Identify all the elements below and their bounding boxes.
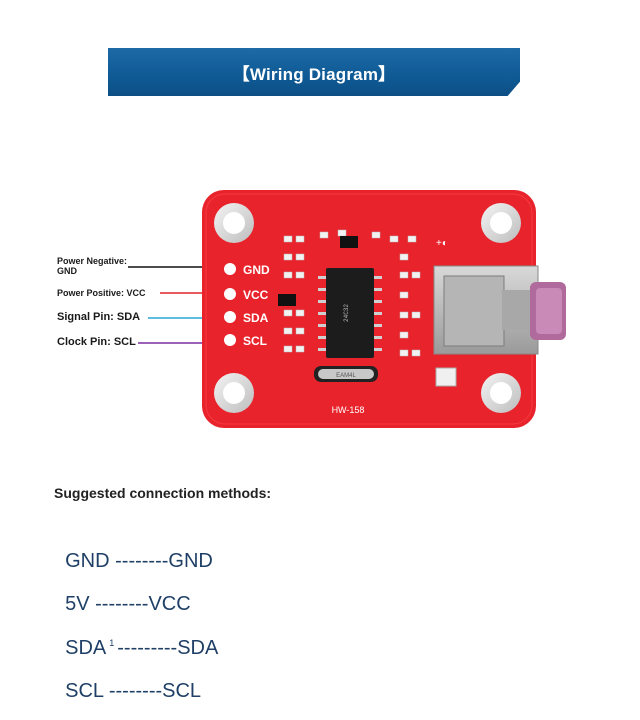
mounting-holes: [214, 203, 521, 413]
eeprom-chip: 24C32: [318, 268, 382, 358]
pin-label-sda: Signal Pin: SDA: [57, 311, 140, 323]
conn-sep: --------: [103, 680, 163, 702]
conn-left: SCL: [65, 680, 104, 702]
conn-sep: --------: [109, 550, 169, 572]
pin-pads: [224, 263, 236, 346]
connection-heading: Suggested connection methods:: [54, 485, 272, 501]
model-label: HW-158: [332, 405, 365, 415]
pin-label-vcc: Power Positive: VCC: [57, 288, 146, 298]
transistor-2: [278, 294, 296, 306]
pin-label-sda-text: Signal Pin: SDA: [57, 311, 141, 323]
connection-row: 5V --------VCC: [54, 570, 191, 616]
banner-title: 【Wiring Diagram】: [232, 65, 396, 84]
transistor: [340, 236, 358, 248]
pin-text-gnd: GND: [243, 263, 270, 277]
pin-text-sda: SDA: [243, 311, 269, 325]
conn-right: SCL: [162, 680, 202, 702]
conn-right: GND: [168, 550, 213, 572]
smd-components: [283, 229, 421, 357]
pin-text-vcc: VCC: [243, 288, 269, 302]
board-diagram: GND VCC SDA SCL 24C32: [128, 190, 566, 428]
pin-label-scl-text: Clock Pin: SCL: [57, 336, 136, 348]
pin-label-gnd-text: Power Negative: GND: [57, 256, 128, 276]
pin-label-gnd: Power Negative: GND: [57, 256, 127, 276]
smd-cap: [435, 367, 457, 387]
conn-mark: 1: [109, 638, 115, 649]
conn-right: SDA: [177, 637, 219, 659]
conn-sep: --------: [89, 593, 149, 615]
connection-row: GND --------GND: [54, 527, 213, 573]
title-banner: 【Wiring Diagram】: [108, 48, 520, 96]
crystal-text: EAM4L: [336, 373, 356, 379]
conn-left: GND: [65, 550, 110, 572]
connection-row: SCL --------SCL: [54, 657, 201, 703]
pin-label-scl: Clock Pin: SCL: [57, 336, 136, 348]
polarity-mark: +◐: [436, 238, 448, 249]
chip-text-1: 24C32: [343, 304, 350, 322]
conn-left: SDA: [65, 637, 107, 659]
pin-text-scl: SCL: [243, 334, 267, 348]
conn-sep: ---------: [117, 637, 178, 659]
conn-right: VCC: [148, 593, 191, 615]
pin-label-vcc-text: Power Positive: VCC: [57, 288, 146, 298]
audio-jack: [433, 265, 566, 355]
conn-left: 5V: [65, 593, 90, 615]
